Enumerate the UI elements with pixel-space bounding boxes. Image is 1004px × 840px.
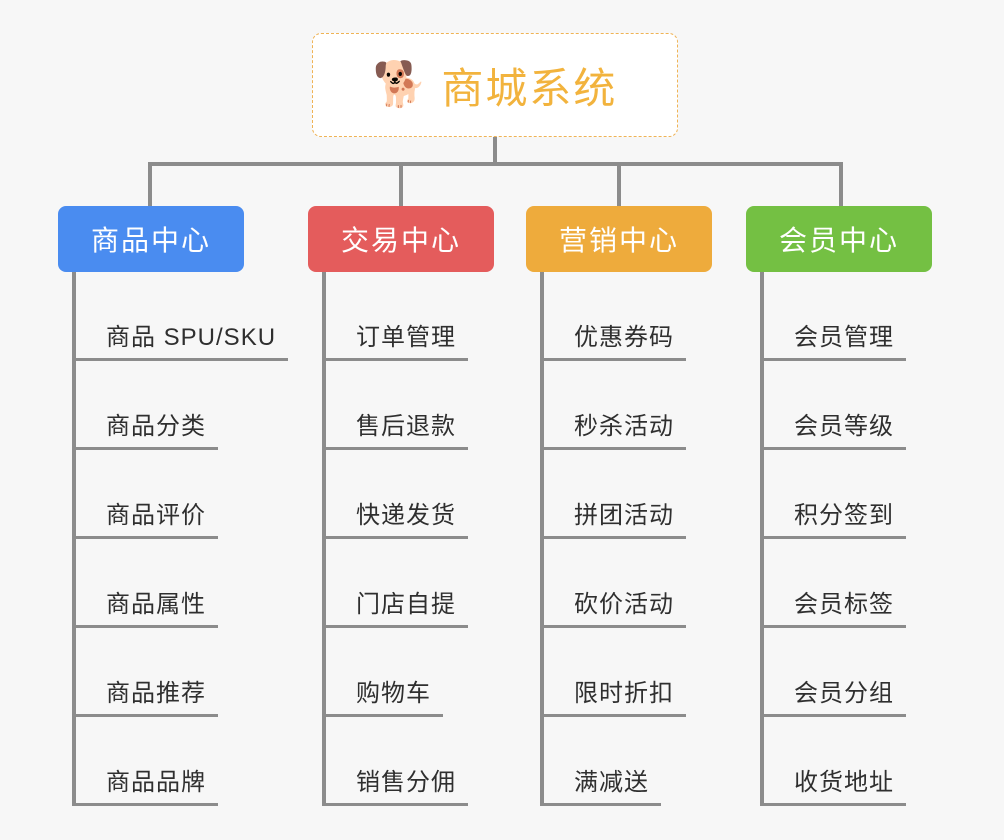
category-header-0[interactable]: 商品中心 [58, 206, 244, 272]
category-column-3: 会员中心 会员管理 会员等级 积分签到 会员标签 会员分组 收货地址 [746, 206, 946, 806]
list-item[interactable]: 商品评价 [76, 450, 258, 539]
list-item[interactable]: 会员标签 [764, 539, 946, 628]
list-item[interactable]: 拼团活动 [544, 450, 726, 539]
connector-drop-3 [839, 162, 843, 208]
category-items-2: 优惠券码 秒杀活动 拼团活动 砍价活动 限时折扣 满减送 [540, 272, 726, 806]
list-item[interactable]: 商品分类 [76, 361, 258, 450]
list-item[interactable]: 商品 SPU/SKU [76, 272, 289, 361]
list-item-label: 会员标签 [764, 584, 906, 628]
root-node[interactable]: 🐕 商城系统 [312, 33, 678, 137]
connector-drop-1 [399, 162, 403, 208]
list-item-label: 购物车 [326, 673, 443, 717]
connector-drop-0 [148, 162, 152, 208]
list-item[interactable]: 销售分佣 [326, 717, 508, 806]
category-column-1: 交易中心 订单管理 售后退款 快递发货 门店自提 购物车 销售分佣 [308, 206, 508, 806]
category-header-label-3: 会员中心 [778, 225, 899, 256]
list-item-label: 商品评价 [76, 495, 218, 539]
list-item[interactable]: 会员等级 [764, 361, 946, 450]
list-item[interactable]: 积分签到 [764, 450, 946, 539]
list-item-label: 快递发货 [326, 495, 468, 539]
list-item-label: 销售分佣 [326, 762, 468, 806]
list-item[interactable]: 优惠券码 [544, 272, 726, 361]
list-item-label: 售后退款 [326, 406, 468, 450]
list-item-label: 商品属性 [76, 584, 218, 628]
category-header-1[interactable]: 交易中心 [308, 206, 494, 272]
category-header-label-1: 交易中心 [340, 225, 461, 256]
list-item-label: 收货地址 [764, 762, 906, 806]
list-item[interactable]: 商品属性 [76, 539, 258, 628]
list-item-label: 门店自提 [326, 584, 468, 628]
root-title: 商城系统 [441, 64, 618, 112]
shiba-inu-dog-face-icon: 🐕 [372, 60, 428, 109]
connector-drop-2 [617, 162, 621, 208]
list-item-label: 商品 SPU/SKU [76, 317, 289, 361]
list-item[interactable]: 砍价活动 [544, 539, 726, 628]
list-item-label: 会员分组 [764, 673, 906, 717]
list-item[interactable]: 商品推荐 [76, 628, 258, 717]
category-header-2[interactable]: 营销中心 [526, 206, 712, 272]
list-item[interactable]: 订单管理 [326, 272, 508, 361]
list-item[interactable]: 商品品牌 [76, 717, 258, 806]
list-item-label: 积分签到 [764, 495, 906, 539]
list-item[interactable]: 限时折扣 [544, 628, 726, 717]
connector-horizontal-bus [148, 162, 843, 166]
list-item-label: 商品分类 [76, 406, 218, 450]
list-item[interactable]: 售后退款 [326, 361, 508, 450]
list-item[interactable]: 快递发货 [326, 450, 508, 539]
category-column-0: 商品中心 商品 SPU/SKU 商品分类 商品评价 商品属性 商品推荐 商品品牌 [58, 206, 289, 806]
list-item-label: 秒杀活动 [544, 406, 686, 450]
list-item[interactable]: 会员管理 [764, 272, 946, 361]
list-item[interactable]: 满减送 [544, 717, 726, 806]
list-item[interactable]: 购物车 [326, 628, 508, 717]
list-item[interactable]: 秒杀活动 [544, 361, 726, 450]
list-item-label: 优惠券码 [544, 317, 686, 361]
list-item-label: 会员等级 [764, 406, 906, 450]
connector-root-stem [493, 137, 497, 164]
category-header-label-0: 商品中心 [90, 225, 211, 256]
category-header-label-2: 营销中心 [558, 225, 679, 256]
list-item[interactable]: 会员分组 [764, 628, 946, 717]
list-item-label: 砍价活动 [544, 584, 686, 628]
list-item-label: 拼团活动 [544, 495, 686, 539]
category-column-2: 营销中心 优惠券码 秒杀活动 拼团活动 砍价活动 限时折扣 满减送 [526, 206, 726, 806]
category-header-3[interactable]: 会员中心 [746, 206, 932, 272]
list-item-label: 满减送 [544, 762, 661, 806]
category-items-0: 商品 SPU/SKU 商品分类 商品评价 商品属性 商品推荐 商品品牌 [72, 272, 289, 806]
list-item[interactable]: 收货地址 [764, 717, 946, 806]
list-item-label: 商品推荐 [76, 673, 218, 717]
list-item-label: 限时折扣 [544, 673, 686, 717]
category-items-1: 订单管理 售后退款 快递发货 门店自提 购物车 销售分佣 [322, 272, 508, 806]
list-item-label: 订单管理 [326, 317, 468, 361]
list-item[interactable]: 门店自提 [326, 539, 508, 628]
category-items-3: 会员管理 会员等级 积分签到 会员标签 会员分组 收货地址 [760, 272, 946, 806]
list-item-label: 会员管理 [764, 317, 906, 361]
list-item-label: 商品品牌 [76, 762, 218, 806]
